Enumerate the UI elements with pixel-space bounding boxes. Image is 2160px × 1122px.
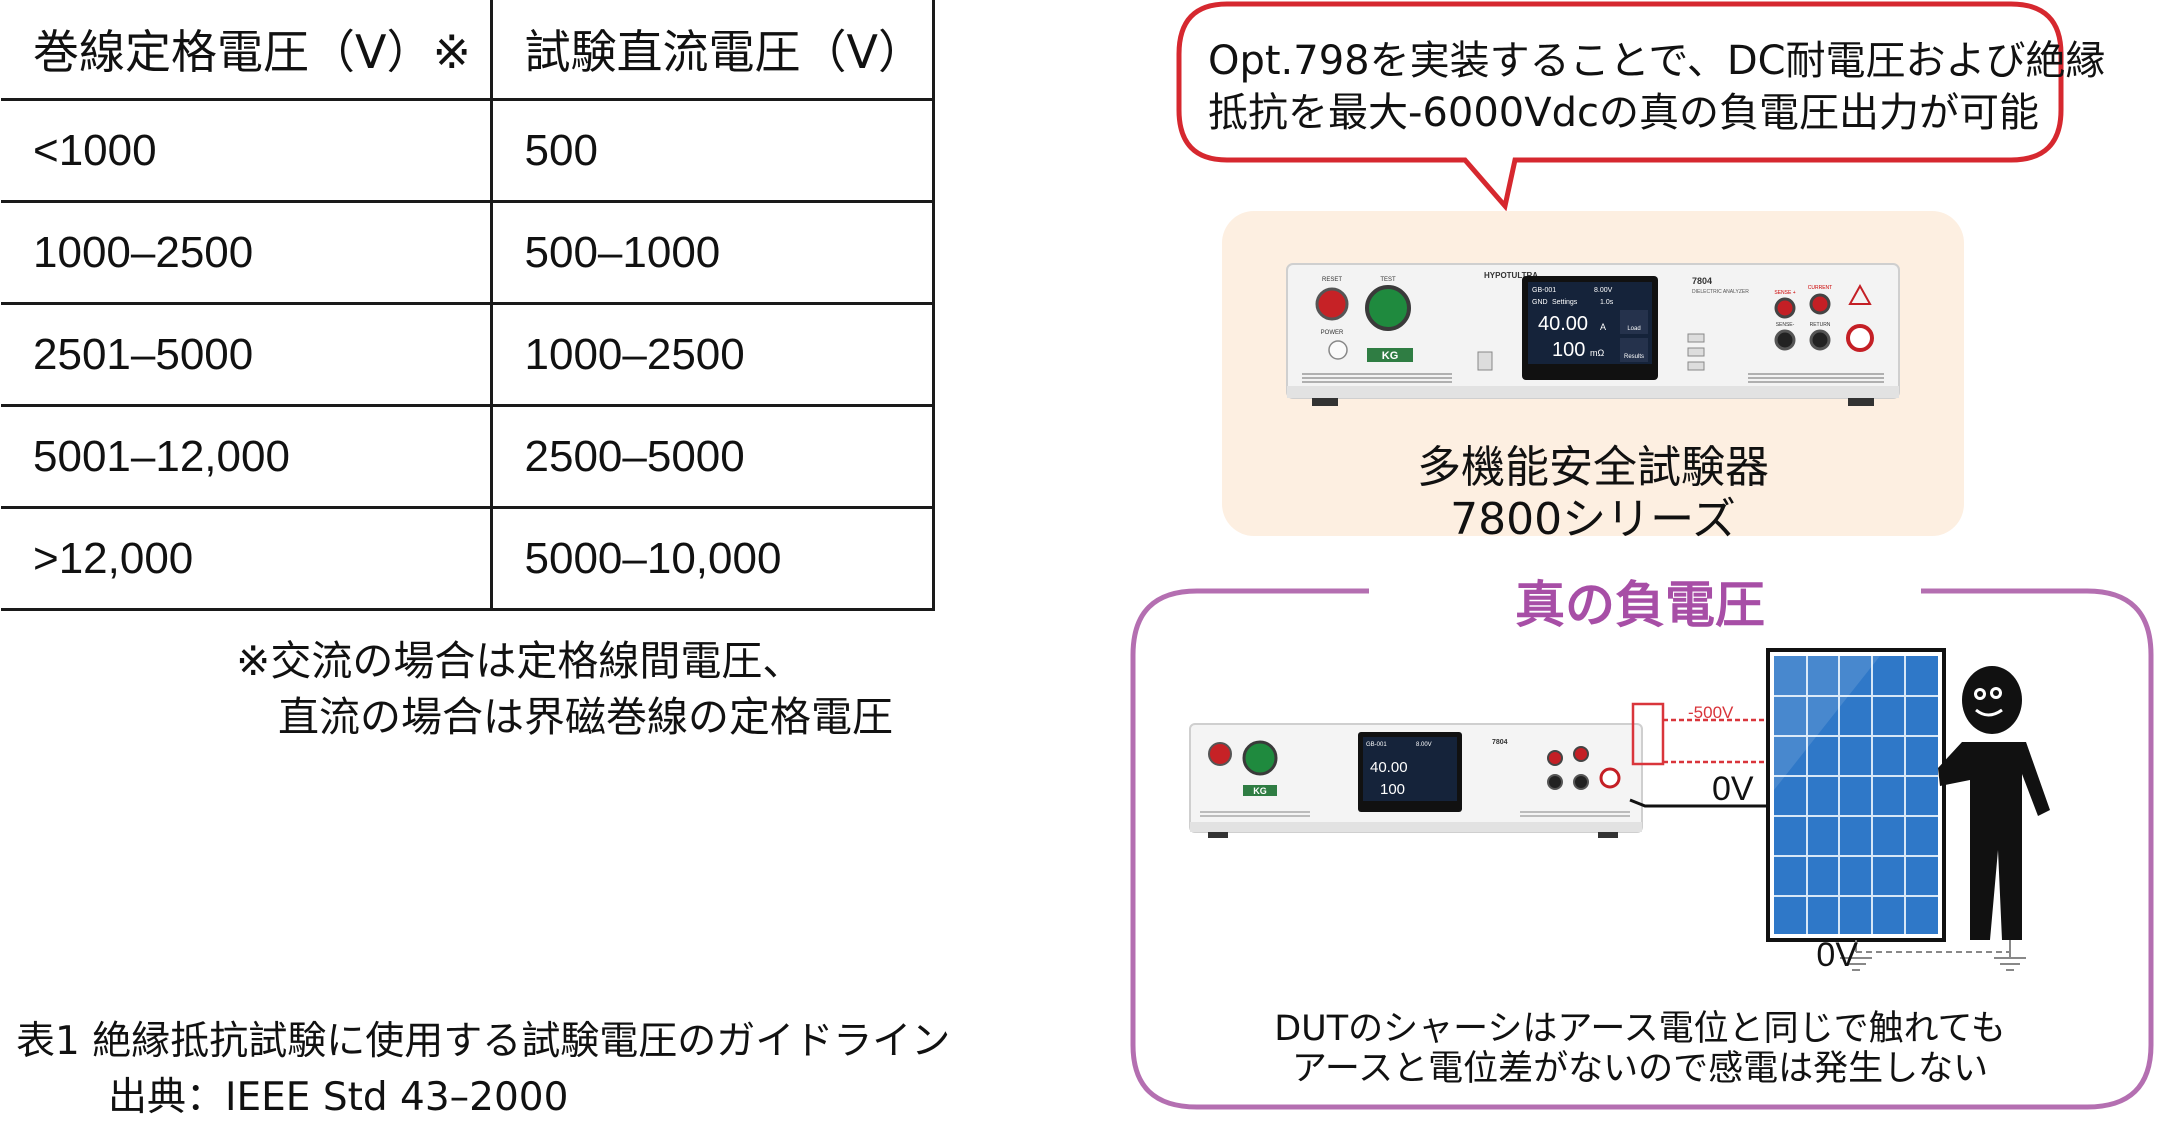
model-subtitle: DIELECTRIC ANALYZER	[1692, 289, 1749, 295]
bubble-text-line1: Opt.798を実装することで、DC耐電圧および絶縁	[1208, 38, 2106, 84]
table-note-line2: 直流の場合は界磁巻線の定格電圧	[278, 693, 893, 741]
hipot-tester-icon: RESET TEST POWER KG HYPOTULTRA GB-001 8.…	[1286, 263, 1900, 406]
cell-rated: >12,000	[1, 506, 493, 611]
table-row: 1000–2500 500–1000	[1, 200, 935, 305]
small-screen-voltage: 8.00V	[1416, 742, 1432, 748]
header-test-voltage: 試験直流電圧（V）	[489, 0, 935, 101]
solar-panel-icon	[1766, 648, 1946, 942]
test-label: TEST	[1380, 277, 1396, 283]
cell-rated: <1000	[1, 98, 493, 203]
screen-resistance-unit: mΩ	[1590, 348, 1604, 358]
negative-voltage-frame	[1130, 588, 2154, 1110]
screen-current: 40.00	[1538, 313, 1588, 335]
test-voltage-table: 巻線定格電圧（V）※ 試験直流電圧（V） <1000 500 1000–2500…	[1, 0, 935, 611]
product-name-line2: 7800シリーズ	[1450, 494, 1736, 545]
jack-label-sense-plus: SENSE +	[1774, 290, 1795, 296]
table-row: 5001–12,000 2500–5000	[1, 404, 935, 509]
cell-test: 2500–5000	[489, 404, 935, 509]
person-icon	[1938, 666, 2050, 940]
zero-volt-label-ground: 0V	[1816, 936, 1858, 974]
jack-label-current: CURRENT	[1808, 285, 1832, 291]
small-screen-step: GB-001	[1366, 742, 1387, 748]
screen-resistance: 100	[1552, 339, 1585, 361]
cell-rated: 1000–2500	[1, 200, 493, 305]
screen-set-voltage: 8.00V	[1594, 287, 1613, 294]
cell-test: 500–1000	[489, 200, 935, 305]
table-caption-source: 出典：IEEE Std 43–2000	[108, 1075, 569, 1120]
jack-label-return: RETURN	[1810, 322, 1831, 328]
reset-label: RESET	[1322, 277, 1342, 283]
cell-test: 1000–2500	[489, 302, 935, 407]
explain-line2: アースと電位差がないので感電は発生しない	[1291, 1049, 1989, 1089]
hipot-tester-small-icon: KG GB-001 8.00V 40.00 100 7804	[1189, 723, 1643, 838]
screen-mode-label: Settings	[1552, 299, 1578, 306]
table-note-line1: ※交流の場合は定格線間電圧、	[236, 637, 804, 685]
kg-badge-small: KG	[1253, 786, 1267, 796]
small-screen-resistance: 100	[1380, 781, 1405, 798]
cell-rated: 2501–5000	[1, 302, 493, 407]
table-row: <1000 500	[1, 98, 935, 203]
brand-label: HYPOTULTRA	[1484, 271, 1538, 280]
cell-test: 5000–10,000	[489, 506, 935, 611]
screen-mode: GND	[1532, 299, 1548, 306]
product-name-line1: 多機能安全試験器	[1417, 442, 1769, 493]
header-rated-voltage: 巻線定格電圧（V）※	[1, 0, 493, 101]
screen-results: Results	[1624, 354, 1644, 360]
model-number: 7804	[1692, 276, 1712, 286]
screen-current-unit: A	[1600, 322, 1606, 332]
screen-step: GB-001	[1532, 287, 1556, 294]
kg-badge: KG	[1382, 350, 1399, 362]
screen-time: 1.0s	[1600, 299, 1614, 306]
bubble-text-line2: 抵抗を最大-6000Vdcの真の負電圧出力が可能	[1208, 90, 2039, 136]
negative-voltage-title: 真の負電圧	[1515, 576, 1765, 634]
table-row: >12,000 5000–10,000	[1, 506, 935, 611]
ground-icon	[1840, 940, 2026, 971]
cell-rated: 5001–12,000	[1, 404, 493, 509]
power-label: POWER	[1321, 330, 1344, 336]
screen-load: Load	[1627, 326, 1640, 332]
small-screen-current: 40.00	[1370, 759, 1408, 776]
negative-voltage-diagram: KG GB-001 8.00V 40.00 100 7804 -500V 0V	[1189, 648, 2050, 974]
zero-volt-label-wire: 0V	[1712, 770, 1754, 808]
table-row: 2501–5000 1000–2500	[1, 302, 935, 407]
cell-test: 500	[489, 98, 935, 203]
jack-label-sense-minus: SENSE-	[1776, 322, 1795, 328]
small-model-number: 7804	[1492, 739, 1508, 746]
speech-bubble-icon	[1176, 1, 2064, 212]
explain-line1: DUTのシャーシはアース電位と同じで触れても	[1274, 1009, 2006, 1049]
table-header-row: 巻線定格電圧（V）※ 試験直流電圧（V）	[1, 0, 935, 101]
product-panel: RESET TEST POWER KG HYPOTULTRA GB-001 8.…	[1222, 211, 1964, 545]
table-caption-title: 表1 絶縁抵抗試験に使用する試験電圧のガイドライン	[16, 1019, 951, 1064]
negative-voltage-label: -500V	[1688, 703, 1734, 722]
